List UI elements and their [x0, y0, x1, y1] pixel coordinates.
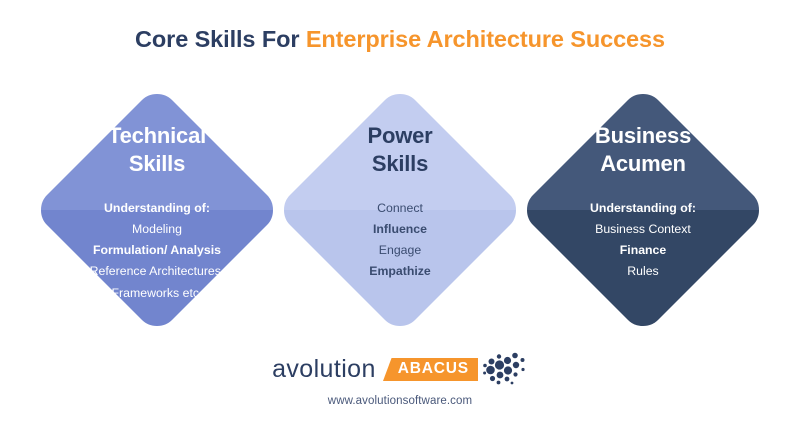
- page-title-accent: Enterprise Architecture Success: [305, 26, 665, 52]
- badge-parallelogram-shape: [382, 357, 478, 381]
- website-url: www.avolutionsoftware.com: [327, 395, 473, 407]
- diamond-fill-top: [284, 94, 516, 210]
- brand-logo-block: avolution ABACUS: [0, 352, 800, 407]
- diamond-fill-bottom: [41, 210, 273, 326]
- diamond-shape-power-skills: [284, 94, 516, 326]
- diamond-business-acumen: Business Acumen Understanding of: Busine…: [523, 90, 763, 330]
- diamond-power-skills: Power Skills Connect Influence Engage Em…: [280, 90, 520, 330]
- logo-row: avolution ABACUS: [272, 352, 528, 386]
- diamond-fill-top: [527, 94, 759, 210]
- network-nodes-svg: [482, 352, 525, 385]
- diamond-fill-top: [41, 94, 273, 210]
- page-title-primary: Core Skills For: [135, 26, 306, 52]
- network-nodes-icon: [482, 352, 528, 386]
- diamond-fill-bottom: [284, 210, 516, 326]
- logo-badge-text: ABACUS: [397, 360, 469, 378]
- diamond-shape-technical-skills: [41, 94, 273, 326]
- diamond-fill-bottom: [527, 210, 759, 326]
- logo-wordmark: avolution: [272, 354, 376, 383]
- diamond-technical-skills: Technical Skills Understanding of: Model…: [37, 90, 277, 330]
- badge-polygon: [382, 357, 478, 381]
- page-title: Core Skills For Enterprise Architecture …: [0, 26, 800, 53]
- logo-badge-abacus: ABACUS: [382, 357, 478, 381]
- node-cluster: [482, 352, 525, 385]
- diamond-shape-business-acumen: [527, 94, 759, 326]
